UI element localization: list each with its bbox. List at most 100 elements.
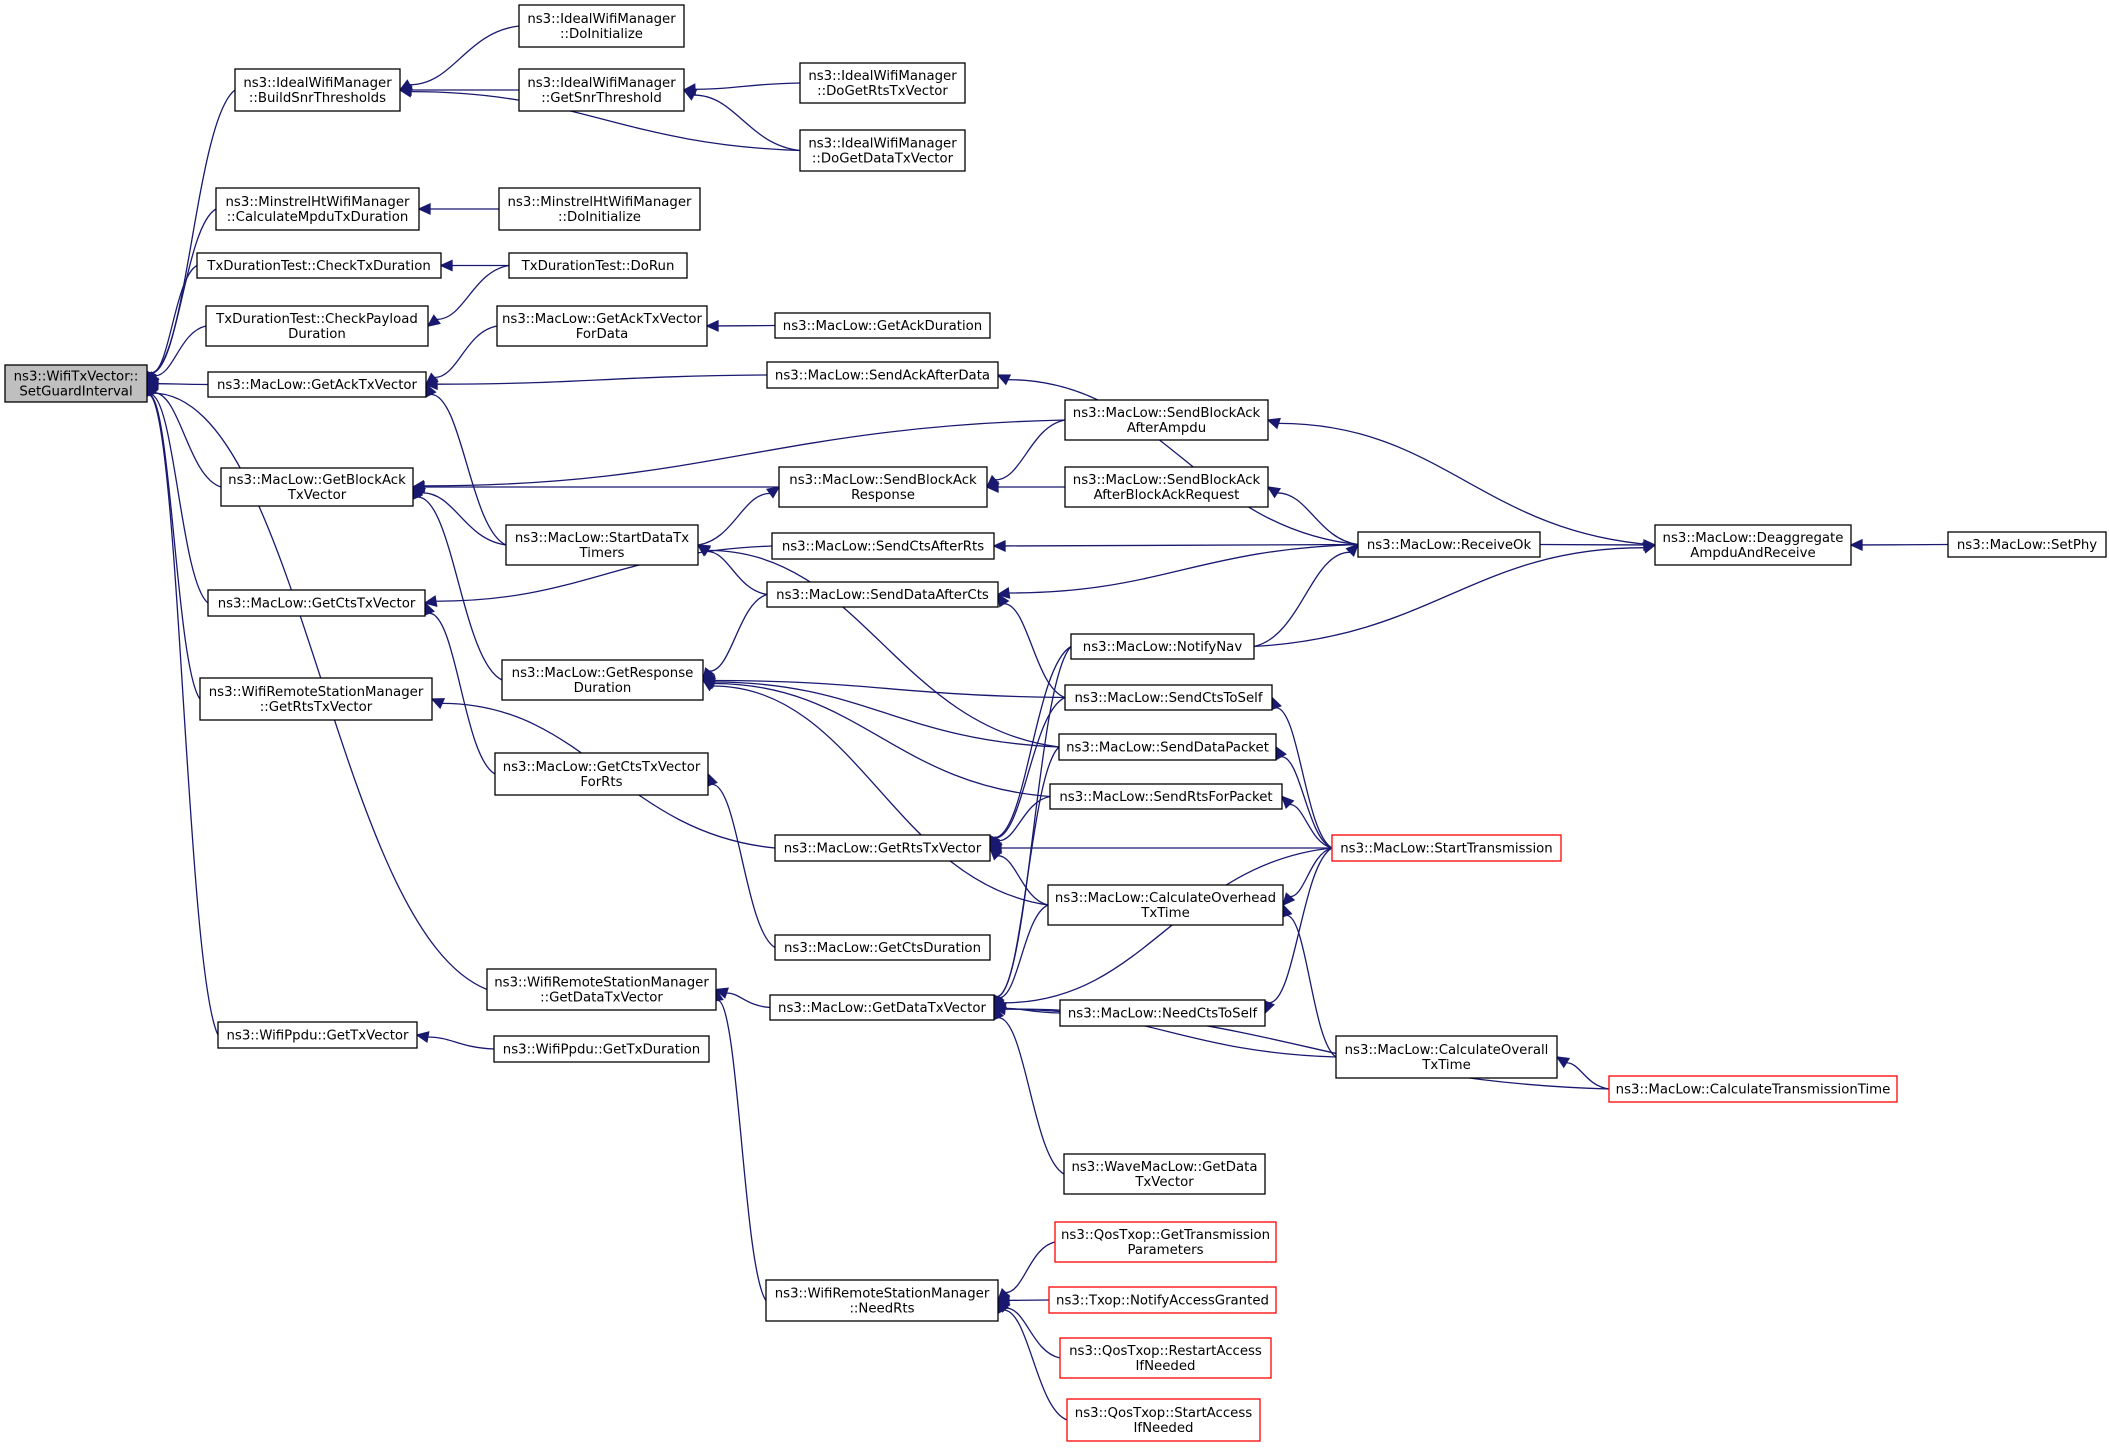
node-ns3-wifiremotestationmanager-getdatatxvector[interactable]: ns3::WifiRemoteStationManager::GetDataTx… [486, 968, 717, 1011]
edge-line [998, 1016, 1065, 1175]
node-ns3-maclow-sendackafterdata[interactable]: ns3::MacLow::SendAckAfterData [766, 361, 999, 389]
node-box [518, 68, 685, 112]
edge-n28-to-n25 [997, 593, 1066, 699]
edge-line [1253, 547, 1645, 648]
node-label-line: TxTime [1140, 906, 1190, 921]
edges-layer [142, 25, 1949, 1421]
node-ns3-maclow-starttransmission[interactable]: ns3::MacLow::StartTransmission [1331, 834, 1562, 862]
node-label-line: ns3::MacLow::StartDataTx [515, 531, 689, 546]
node-ns3-maclow-senddataaftercts[interactable]: ns3::MacLow::SendDataAfterCts [766, 581, 999, 608]
node-ns3-idealwifimanager-doinitialize[interactable]: ns3::IdealWifiManager::DoInitialize [518, 4, 685, 48]
node-ns3-idealwifimanager-getsnrthreshold[interactable]: ns3::IdealWifiManager::GetSnrThreshold [518, 68, 685, 112]
node-ns3-maclow-sendblockackafterblockackrequest[interactable]: ns3::MacLow::SendBlockAckAfterBlockAckRe… [1064, 466, 1269, 508]
node-ns3-maclow-sendctsafterrts[interactable]: ns3::MacLow::SendCtsAfterRts [771, 532, 995, 560]
node-label-line: ns3::MacLow::ReceiveOk [1367, 538, 1532, 553]
node-txdurationtest-checktxduration[interactable]: TxDurationTest::CheckTxDuration [196, 252, 442, 279]
node-ns3-maclow-sendrtsforpacket[interactable]: ns3::MacLow::SendRtsForPacket [1049, 783, 1283, 810]
arrowhead-icon [705, 319, 719, 332]
node-ns3-maclow-getrtstxvector[interactable]: ns3::MacLow::GetRtsTxVector [774, 834, 991, 862]
edge-line [993, 645, 1072, 839]
edge-n4-to-n3 [682, 82, 801, 96]
node-ns3-maclow-getacktxvector[interactable]: ns3::MacLow::GetAckTxVector [207, 371, 427, 398]
node-box [766, 361, 999, 389]
node-ns3-maclow-setphy[interactable]: ns3::MacLow::SetPhy [1947, 531, 2107, 558]
edge-n32-to-n33 [988, 795, 1051, 850]
arrowhead-icon [417, 202, 431, 216]
node-ns3-wifiremotestationmanager-needrts[interactable]: ns3::WifiRemoteStationManager::NeedRts [765, 1279, 999, 1322]
node-ns3-wifiremotestationmanager-getrtstxvector[interactable]: ns3::WifiRemoteStationManager::GetRtsTxV… [199, 677, 433, 721]
edge-n43-to-n42 [1555, 1056, 1610, 1090]
edge-line [998, 904, 1049, 999]
edge-n11-to-n13 [424, 325, 498, 386]
arrowhead-icon [702, 667, 715, 682]
node-label-line: ::GetSnrThreshold [541, 91, 662, 106]
node-ns3-maclow-getctstxvector[interactable]: ns3::MacLow::GetCtsTxVector [207, 589, 426, 617]
node-label-line: ns3::MacLow::SendBlockAck [1073, 473, 1261, 488]
node-ns3-minstrelhtwifimanager-calculatempdutxduration[interactable]: ns3::MinstrelHtWifiManager::CalculateMpd… [215, 187, 420, 231]
node-ns3-maclow-calculatetransmissiontime[interactable]: ns3::MacLow::CalculateTransmissionTime [1608, 1075, 1898, 1103]
edge-line [1253, 551, 1351, 648]
node-label-line: ns3::IdealWifiManager [243, 76, 392, 91]
node-ns3-wavemaclow-getdatatxvector[interactable]: ns3::WaveMacLow::GetDataTxVector [1063, 1153, 1266, 1195]
node-ns3-wifippdu-gettxduration[interactable]: ns3::WifiPpdu::GetTxDuration [493, 1035, 710, 1063]
node-ns3-minstrelhtwifimanager-doinitialize[interactable]: ns3::MinstrelHtWifiManager::DoInitialize [498, 187, 701, 231]
edge-n23-to-n22 [992, 539, 1359, 552]
edge-n35-to-n33 [988, 846, 1049, 906]
node-ns3-maclow-receiveok[interactable]: ns3::MacLow::ReceiveOk [1357, 531, 1541, 558]
node-label-line: ns3::MacLow::GetDataTxVector [778, 1001, 986, 1016]
edge-n19-to-n15 [1266, 417, 1656, 546]
edge-line [423, 419, 1066, 487]
node-label-line: ns3::MacLow::SendCtsToSelf [1074, 691, 1262, 706]
edge-line [994, 696, 1066, 839]
node-ns3-maclow-senddatapacket[interactable]: ns3::MacLow::SendDataPacket [1058, 733, 1277, 761]
arrowhead-icon [985, 474, 1000, 489]
node-label-line: ns3::WifiRemoteStationManager [494, 976, 709, 991]
node-label-line: TxVector [287, 488, 347, 503]
node-ns3-maclow-needctstoself[interactable]: ns3::MacLow::NeedCtsToSelf [1059, 999, 1266, 1027]
node-ns3-maclow-sendctstoself[interactable]: ns3::MacLow::SendCtsToSelf [1064, 684, 1273, 711]
node-txdurationtest-dorun[interactable]: TxDurationTest::DoRun [508, 252, 688, 279]
node-ns3-maclow-notifynav[interactable]: ns3::MacLow::NotifyNav [1070, 633, 1255, 660]
edge-line [152, 392, 488, 991]
node-box [1064, 466, 1269, 508]
edge-line [1275, 707, 1333, 849]
edge-line [995, 419, 1066, 481]
node-box [494, 752, 709, 796]
edge-n35-to-n27 [701, 679, 1049, 906]
node-label-line: TxDurationTest::CheckTxDuration [206, 259, 431, 274]
node-ns3-maclow-getackduration[interactable]: ns3::MacLow::GetAckDuration [774, 312, 991, 339]
node-ns3-idealwifimanager-dogetrtstxvector[interactable]: ns3::IdealWifiManager::DoGetRtsTxVector [799, 62, 966, 104]
edge-line [1004, 1008, 1337, 1058]
node-ns3-maclow-getctsduration[interactable]: ns3::MacLow::GetCtsDuration [774, 934, 991, 961]
edge-line [436, 264, 510, 321]
edge-line [1566, 1062, 1610, 1090]
node-ns3-wifippdu-gettxvector[interactable]: ns3::WifiPpdu::GetTxVector [217, 1021, 418, 1049]
node-box [1064, 399, 1269, 441]
node-ns3-idealwifimanager-dogetdatatxvector[interactable]: ns3::IdealWifiManager::DoGetDataTxVector [799, 129, 966, 172]
node-box [501, 659, 704, 701]
node-box [1608, 1075, 1898, 1103]
node-ns3-idealwifimanager-buildsnrthresholds[interactable]: ns3::IdealWifiManager::BuildSnrThreshold… [234, 68, 401, 112]
node-box [518, 4, 685, 48]
arrowhead-icon [1266, 486, 1282, 499]
node-box [765, 1279, 999, 1322]
edge-n30-to-n21 [696, 544, 1060, 748]
node-label-line: ::DoInitialize [560, 27, 643, 42]
node-ns3-txop-notifyaccessgranted[interactable]: ns3::Txop::NotifyAccessGranted [1048, 1286, 1277, 1314]
node-box [771, 532, 995, 560]
node-ns3-maclow-getdatatxvector[interactable]: ns3::MacLow::GetDataTxVector [769, 994, 995, 1021]
